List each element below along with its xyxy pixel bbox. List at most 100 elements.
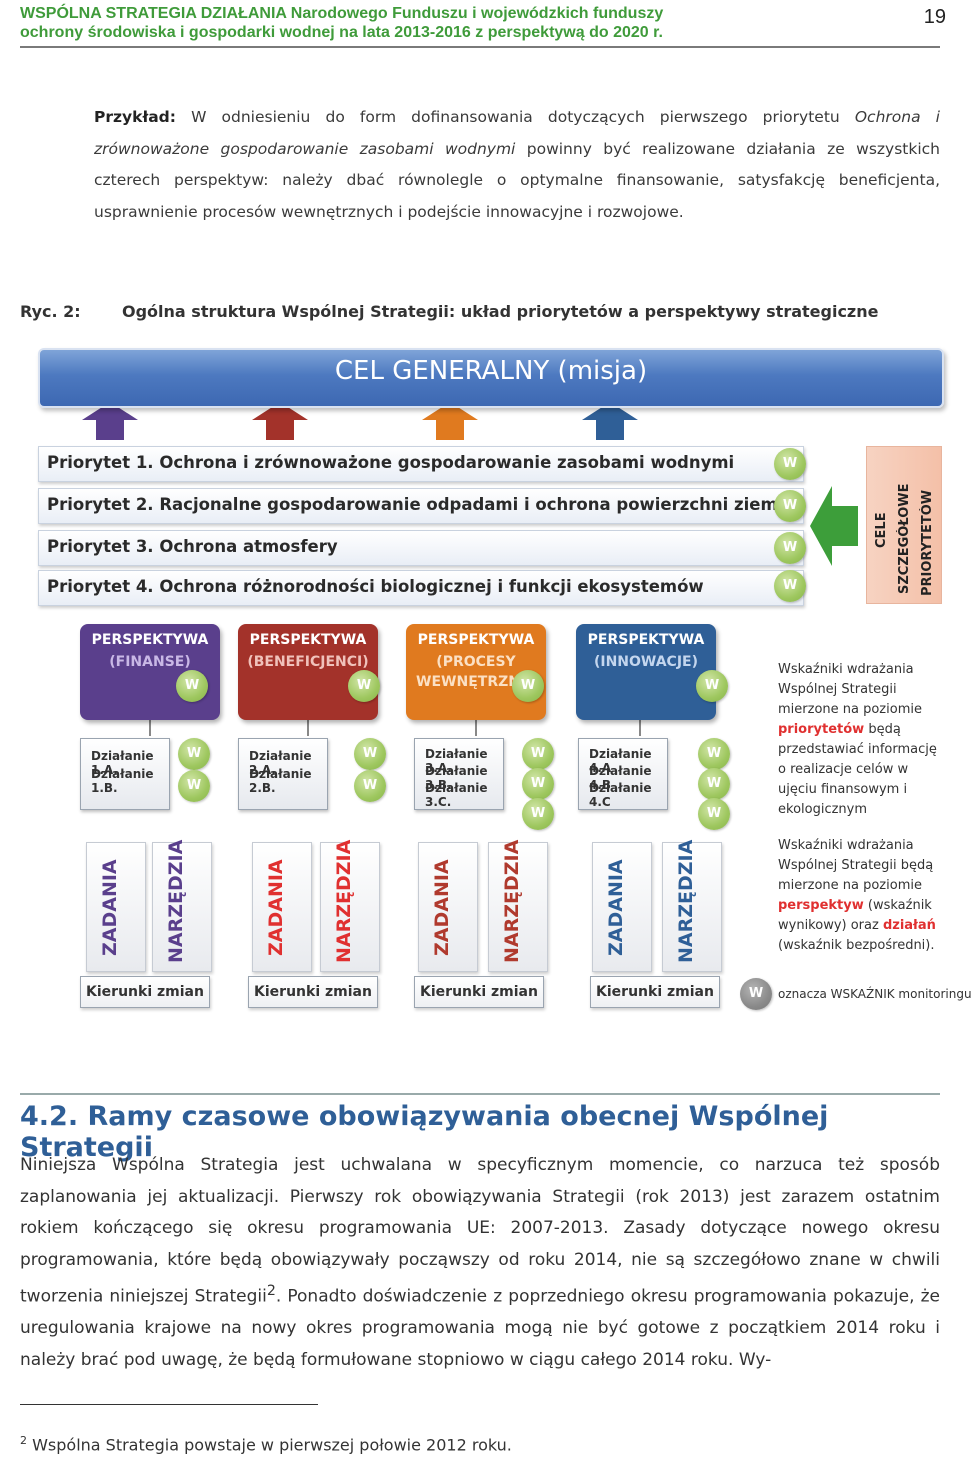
column-zadania-2: ZADANIA <box>252 842 312 972</box>
perspective-title: PERSPEKTYWA <box>587 632 705 648</box>
priority-3: Priorytet 3. Ochrona atmosfery <box>38 530 804 566</box>
footnote-text: Wspólna Strategia powstaje w pierwszej p… <box>27 1435 512 1455</box>
cele-text-1: CELE <box>874 512 889 548</box>
perspective-sub: (FINANSE) <box>109 654 191 670</box>
column-narzedzia-4: NARZĘDZIA <box>662 839 722 972</box>
priority-1: Priorytet 1. Ochrona i zrównoważone gosp… <box>38 446 804 482</box>
priority-4-label: Priorytet 4. Ochrona różnorodności biolo… <box>47 577 704 596</box>
column-zadania-1: ZADANIA <box>86 842 146 972</box>
note-highlight: działań <box>882 918 936 933</box>
column-label: ZADANIA <box>605 859 627 957</box>
column-label: ZADANIA <box>431 859 453 957</box>
column-zadania-4: ZADANIA <box>592 842 652 972</box>
column-label: ZADANIA <box>265 859 287 957</box>
action-item: Działanie 2.A. <box>249 749 312 777</box>
kierunki-2: Kierunki zmian <box>248 976 378 1008</box>
arrow-green <box>810 486 858 566</box>
column-label: NARZĘDZIA <box>333 839 355 963</box>
footnote-ref: 2 <box>266 1283 276 1299</box>
note-highlight: perspektyw <box>778 898 864 913</box>
indicator-w: W <box>176 670 208 702</box>
priority-2-label: Priorytet 2. Racjonalne gospodarowanie o… <box>47 495 784 514</box>
indicator-w: W <box>348 670 380 702</box>
legend-w-icon: W <box>740 978 772 1010</box>
cele-text-3: PRIORYTETÓW <box>920 489 935 596</box>
action-item: Działanie 2.B. <box>249 767 312 795</box>
figure-caption: Ogólna struktura Wspólnej Strategii: ukł… <box>122 302 879 321</box>
indicator-w: W <box>178 770 210 802</box>
actions-box-2: Działanie 2.A. Działanie 2.B. <box>238 738 328 810</box>
note-text: Wskaźniki wdrażania Wspólnej Strategii b… <box>778 838 934 893</box>
arrow-purple <box>82 402 138 440</box>
action-item: Działanie 3.C. <box>425 781 488 809</box>
header-divider <box>20 46 940 48</box>
indicator-w: W <box>774 448 806 480</box>
indicator-w: W <box>696 670 728 702</box>
perspective-innowacje: PERSPEKTYWA (INNOWACJE) <box>576 624 716 720</box>
kierunki-4: Kierunki zmian <box>590 976 720 1008</box>
perspective-sub: (INNOWACJE) <box>593 654 699 670</box>
action-item: Działanie 4.A <box>589 747 652 775</box>
action-item: Działanie 3.A. <box>425 747 488 775</box>
cele-text-2: SZCZEGÓŁOWE <box>897 483 912 594</box>
indicator-w: W <box>522 768 554 800</box>
header-line-1: WSPÓLNA STRATEGIA DZIAŁANIA Narodowego F… <box>20 5 664 22</box>
perspective-title: PERSPEKTYWA <box>91 632 209 648</box>
column-label: NARZĘDZIA <box>675 839 697 963</box>
arrow-blue <box>582 402 638 440</box>
example-text-2: powinny być realizowane działania ze wsz… <box>94 139 940 221</box>
arrow-orange <box>422 402 478 440</box>
actions-box-4: Działanie 4.A Działanie 4.B Działanie 4.… <box>578 738 668 810</box>
column-label: ZADANIA <box>99 859 121 957</box>
column-narzedzia-2: NARZĘDZIA <box>320 839 380 972</box>
priority-1-label: Priorytet 1. Ochrona i zrównoważone gosp… <box>47 453 735 472</box>
side-note-2: Wskaźniki wdrażania Wspólnej Strategii b… <box>778 836 948 956</box>
indicator-w: W <box>178 738 210 770</box>
goal-text: CEL GENERALNY (misja) <box>334 356 648 386</box>
perspective-title: PERSPEKTYWA <box>417 632 535 648</box>
goal-box <box>38 348 944 408</box>
indicator-w: W <box>698 738 730 770</box>
priority-3-label: Priorytet 3. Ochrona atmosfery <box>47 537 338 556</box>
header-line-2: ochrony środowiska i gospodarki wodnej n… <box>20 24 663 41</box>
actions-box-3: Działanie 3.A. Działanie 3.B. Działanie … <box>414 738 504 810</box>
footnote: 2 Wspólna Strategia powstaje w pierwszej… <box>20 1434 512 1454</box>
column-label: NARZĘDZIA <box>501 839 523 963</box>
perspective-title: PERSPEKTYWA <box>249 632 367 648</box>
action-item: Działanie 1.B. <box>91 767 154 795</box>
indicator-w: W <box>774 570 806 602</box>
figure-label: Ryc. 2: <box>20 302 81 321</box>
page-number: 19 <box>923 6 946 28</box>
section-divider <box>20 1093 940 1095</box>
indicator-w: W <box>354 738 386 770</box>
page-header: WSPÓLNA STRATEGIA DZIAŁANIA Narodowego F… <box>20 4 940 42</box>
indicator-w: W <box>698 768 730 800</box>
action-item: Działanie 4.B <box>589 764 652 792</box>
perspective-sub: (PROCESY <box>436 654 516 670</box>
indicator-w: W <box>698 798 730 830</box>
column-zadania-3: ZADANIA <box>418 842 478 972</box>
arrow-red <box>252 402 308 440</box>
side-note-1: Wskaźniki wdrażania Wspólnej Strategii m… <box>778 660 948 820</box>
perspective-sub: (BENEFICJENCI) <box>247 654 369 670</box>
action-item: Działanie 4.C <box>589 781 652 809</box>
note-text: będą przedstawiać informację o realizacj… <box>778 722 937 817</box>
section-heading: 4.2. Ramy czasowe obowiązywania obecnej … <box>20 1101 829 1163</box>
action-item: Działanie 1.A. <box>91 749 154 777</box>
diagram-arrows <box>82 402 858 736</box>
para-text-b: . Ponadto doświadczenie z poprzedniego o… <box>20 1286 940 1370</box>
section-paragraph: Niniejsza Wspólna Strategia jest uchwala… <box>20 1150 940 1376</box>
priority-4: Priorytet 4. Ochrona różnorodności biolo… <box>38 570 804 606</box>
kierunki-1: Kierunki zmian <box>80 976 210 1008</box>
perspective-sub-2: WEWNĘTRZNE) <box>416 674 536 690</box>
perspective-finanse: PERSPEKTYWA (FINANSE) <box>80 624 220 720</box>
column-label: NARZĘDZIA <box>165 839 187 963</box>
footnote-number: 2 <box>20 1434 27 1447</box>
actions-box-1: Działanie 1.A. Działanie 1.B. <box>80 738 170 810</box>
note-highlight: priorytetów <box>778 722 865 737</box>
example-label: Przykład: <box>94 108 176 126</box>
indicator-w: W <box>512 670 544 702</box>
example-italic: Ochrona i zrównoważone gospodarowanie za… <box>94 108 940 158</box>
example-text-1: W odniesieniu do form dofinansowania dot… <box>175 108 855 126</box>
example-paragraph: Przykład: W odniesieniu do form dofinans… <box>94 102 940 228</box>
